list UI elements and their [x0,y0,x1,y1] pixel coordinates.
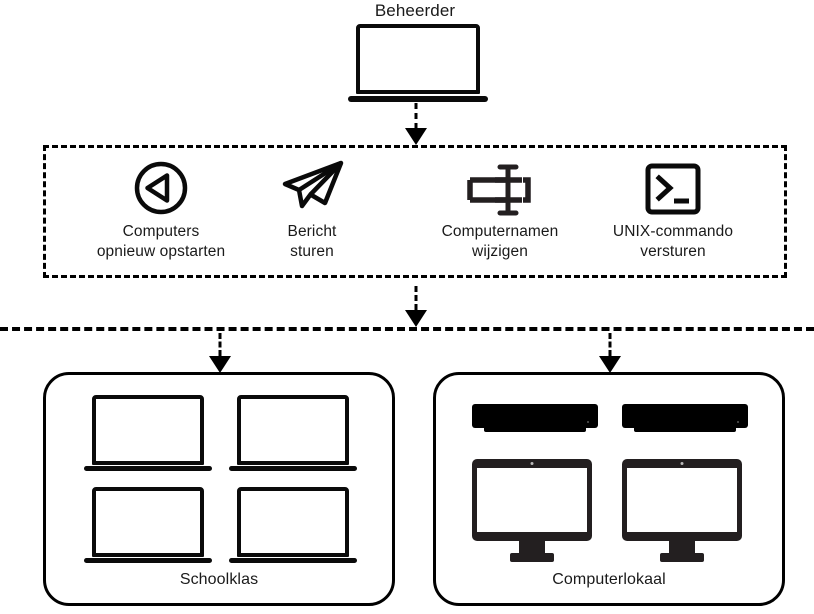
imac-foot [510,553,554,562]
laptop-screen [237,395,349,465]
group-classroom-label: Schoolklas [179,571,259,588]
arrow-shaft [218,333,222,356]
imac-camera [530,462,534,465]
imac-screen [627,468,737,532]
action-message-label: Bericht sturen [287,223,337,261]
laptop-base [84,558,212,563]
laptop-screen [356,24,480,94]
imac-foot [660,553,704,562]
laptop-screen [92,487,204,557]
group-classroom[interactable]: Schoolklas [43,372,395,606]
arrow-divider-to-classroom [208,333,232,373]
arrow-head [599,356,621,373]
arrow-shaft [414,286,418,310]
terminal-icon [644,162,702,216]
minibox-lip [634,428,736,432]
restart-circle-icon [133,160,189,216]
arrow-head [405,128,427,145]
arrow-admin-to-actions [404,103,428,145]
action-unix[interactable]: UNIX-commando versturen [578,160,768,270]
action-rename-label: Computernamen wijzigen [441,223,559,261]
group-computerlab-label: Computerlokaal [552,571,666,588]
text-field-cursor-icon [462,162,538,218]
laptop-base [229,558,357,563]
computerlab-minibox-2 [622,404,748,434]
classroom-laptop-1 [84,395,212,471]
admin-laptop-icon [348,24,488,102]
arrow-head [405,310,427,327]
arrow-shaft [608,333,612,356]
group-computerlab[interactable]: Computerlokaal [433,372,785,606]
actions-dashed-container [43,145,787,278]
laptop-screen [237,487,349,557]
imac-screen [477,468,587,532]
section-divider [0,327,814,331]
classroom-laptop-4 [229,487,357,563]
admin-label: Beheerder [374,1,456,20]
minibox-body [472,404,598,428]
computerlab-imac-1 [472,459,592,563]
minibox-indicator [587,421,589,423]
action-rename[interactable]: Computernamen wijzigen [405,160,595,270]
laptop-base [348,96,488,102]
computerlab-imac-2 [622,459,742,563]
arrow-divider-to-computerlab [598,333,622,373]
minibox-lip [484,428,586,432]
paper-plane-icon [279,158,345,218]
minibox-indicator [737,421,739,423]
action-restart[interactable]: Computers opnieuw opstarten [66,160,256,270]
laptop-screen [92,395,204,465]
imac-camera [680,462,684,465]
action-message[interactable]: Bericht sturen [237,160,387,270]
action-unix-label: UNIX-commando versturen [612,223,734,261]
classroom-laptop-2 [229,395,357,471]
laptop-base [84,466,212,471]
classroom-laptop-3 [84,487,212,563]
action-restart-label: Computers opnieuw opstarten [96,223,226,261]
arrow-head [209,356,231,373]
computerlab-minibox-1 [472,404,598,434]
arrow-actions-to-divider [404,286,428,327]
minibox-body [622,404,748,428]
laptop-base [229,466,357,471]
arrow-shaft [414,103,418,129]
